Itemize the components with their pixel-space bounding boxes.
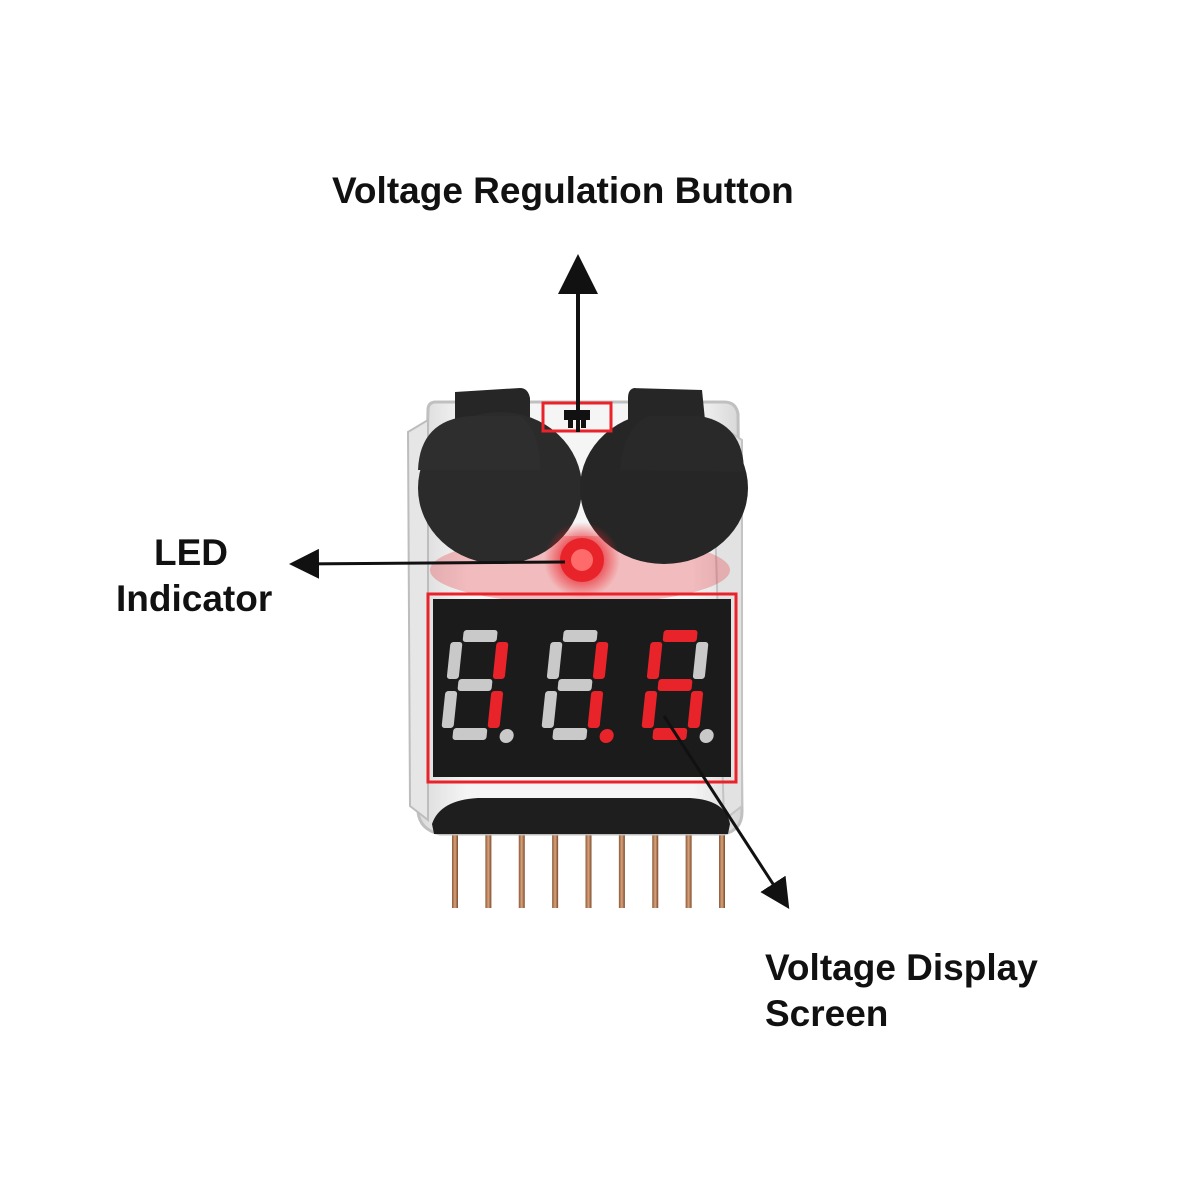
digit-segment-b	[692, 642, 709, 679]
led-indicator	[544, 522, 620, 598]
voltage-display-screen	[426, 592, 738, 784]
voltage-display-screen-label-line-2: Screen	[765, 993, 889, 1034]
arrow-to-screen	[662, 715, 790, 910]
header-pin	[585, 832, 592, 908]
header-pin	[618, 832, 625, 908]
seven-segment-digits	[441, 630, 714, 743]
digit-segment-f	[446, 642, 463, 679]
digit-segment-e	[641, 691, 658, 728]
digit-segment-c	[687, 691, 704, 728]
digit-segment-d	[452, 728, 488, 740]
display-digit	[441, 630, 514, 743]
decimal-point	[699, 729, 714, 743]
voltage-regulation-button-label: Voltage Regulation Button	[332, 168, 794, 214]
digit-segment-e	[541, 691, 558, 728]
digit-segment-a	[562, 630, 598, 642]
digit-segment-f	[646, 642, 663, 679]
digit-segment-a	[462, 630, 498, 642]
arrow-to-led	[289, 548, 566, 579]
digit-segment-d	[552, 728, 588, 740]
led-indicator-label-line-1: LED	[154, 532, 228, 573]
header-pin	[452, 832, 458, 908]
header-pin	[518, 832, 525, 908]
voltage-display-screen-label: Voltage Display Screen	[765, 945, 1038, 1037]
digit-segment-f	[546, 642, 563, 679]
digit-segment-b	[492, 642, 509, 679]
decimal-point	[599, 729, 614, 743]
voltage-regulation-button-label-text: Voltage Regulation Button	[332, 170, 794, 211]
callout-arrows	[289, 254, 790, 910]
digit-segment-e	[441, 691, 458, 728]
header-pin	[552, 832, 559, 908]
digit-segment-b	[592, 642, 609, 679]
digit-segment-g	[657, 679, 693, 691]
header-pins	[452, 832, 725, 908]
header-pin	[485, 832, 492, 908]
display-digit	[541, 630, 614, 743]
decimal-point	[499, 729, 514, 743]
digit-segment-g	[457, 679, 493, 691]
header-pin	[652, 832, 659, 908]
header-pin	[719, 832, 725, 908]
digit-segment-c	[487, 691, 504, 728]
header-pin	[685, 832, 692, 908]
led-indicator-label: LED Indicator	[116, 530, 272, 622]
buzzer	[418, 388, 748, 564]
digit-segment-d	[652, 728, 688, 740]
led-indicator-label-line-2: Indicator	[116, 578, 273, 619]
digit-segment-a	[662, 630, 698, 642]
digit-segment-g	[557, 679, 593, 691]
voltage-display-screen-label-line-1: Voltage Display	[765, 947, 1038, 988]
digit-segment-c	[587, 691, 604, 728]
